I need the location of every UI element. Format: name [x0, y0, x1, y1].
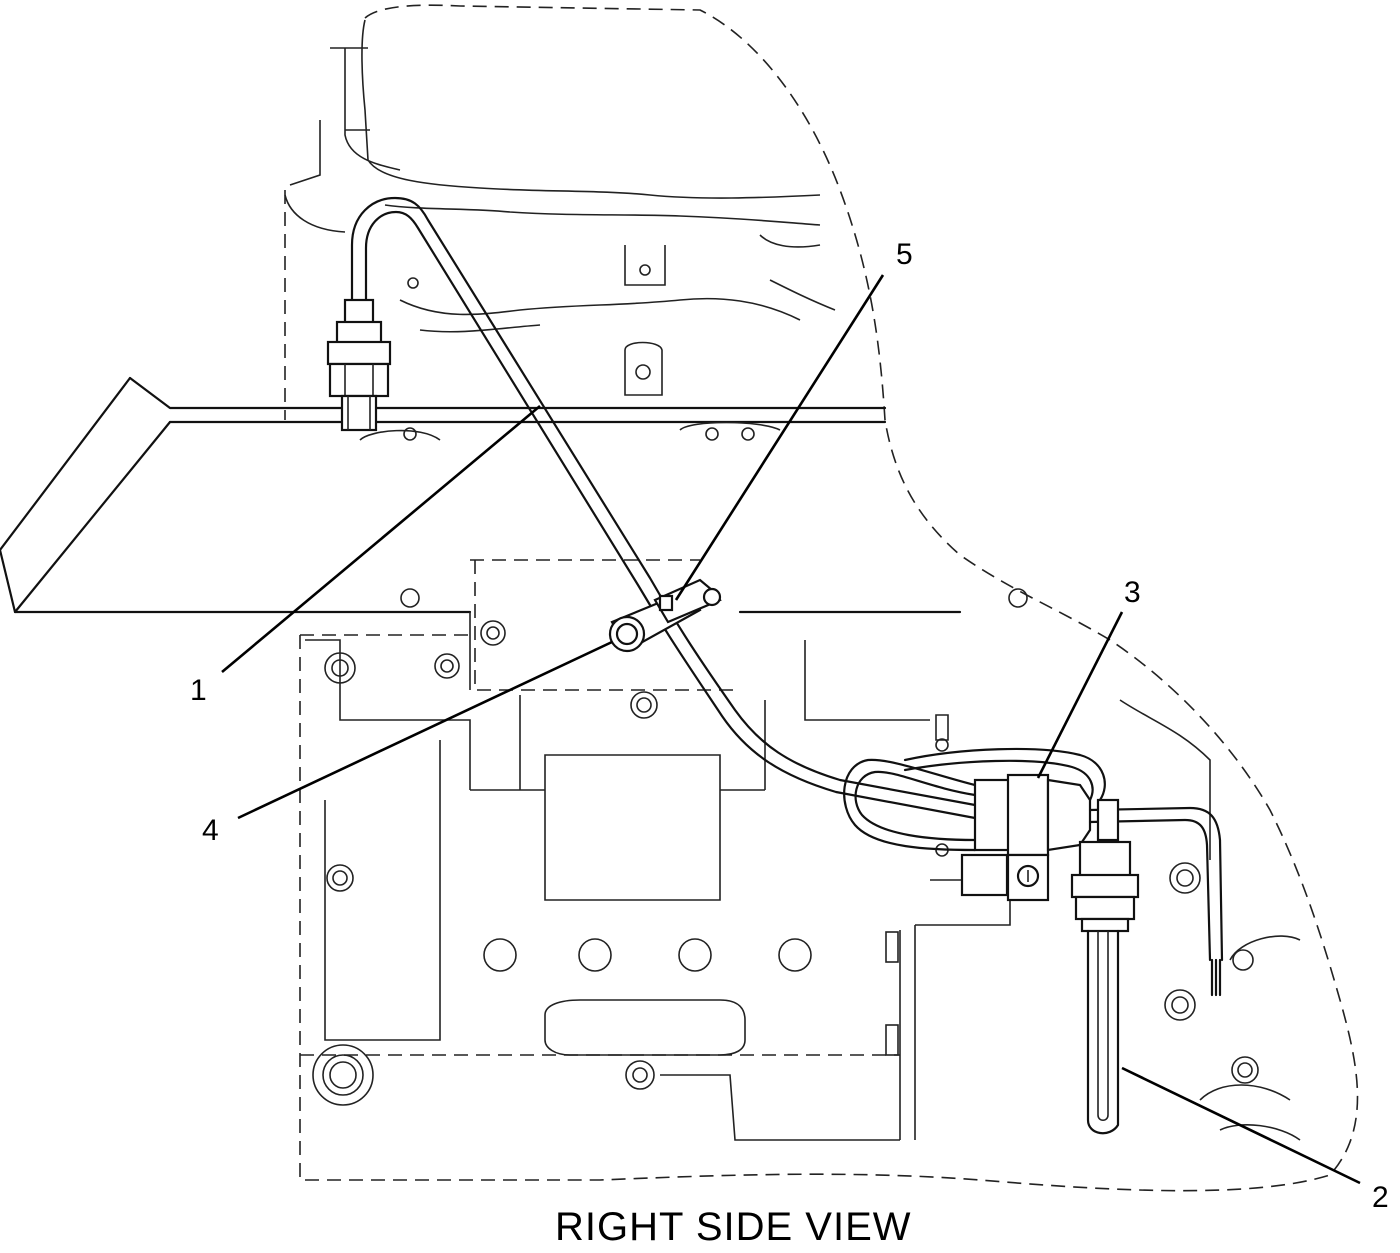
temperature-probe — [1070, 840, 1140, 1135]
valve-cover — [284, 19, 836, 396]
callout-5: 5 — [896, 238, 913, 271]
sensor-wire — [1088, 798, 1224, 997]
callout-2: 2 — [1372, 1181, 1389, 1214]
view-title: RIGHT SIDE VIEW — [555, 1205, 912, 1249]
lower-block — [305, 639, 1301, 1141]
tie-strap — [653, 578, 722, 624]
engine-phantom-outline — [284, 4, 1359, 1192]
upper-fitting — [326, 298, 392, 432]
sensor-loop-tube — [843, 747, 1106, 852]
sensor-body — [960, 773, 1092, 902]
callout-1: 1 — [190, 674, 207, 707]
callout-3: 3 — [1124, 576, 1141, 609]
block-holes — [312, 588, 1259, 1106]
oil-line-tube — [350, 196, 977, 820]
leader-lines — [221, 274, 1361, 1185]
callout-4: 4 — [202, 814, 219, 847]
deck-plate — [0, 376, 962, 690]
